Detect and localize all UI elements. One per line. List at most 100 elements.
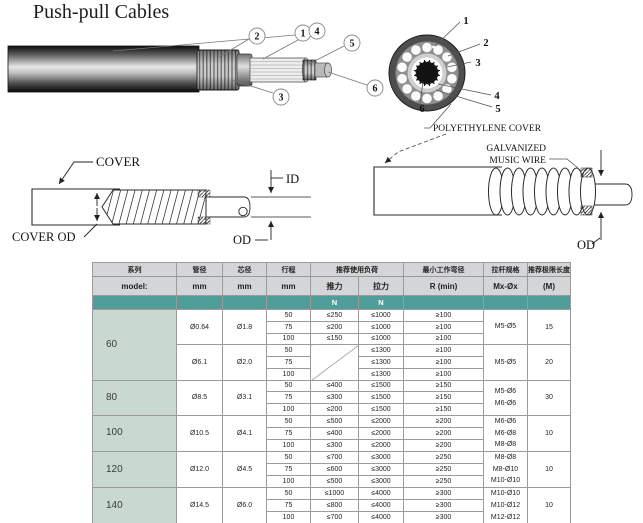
wire-strand-bundle: [249, 57, 310, 83]
cell-length: 30: [527, 379, 571, 416]
cable-side-view: 1 2 3 4 5 6: [7, 22, 384, 106]
cable-cross-section: 1 2 3 4 5 6 POLYETHYLENE COVER: [384, 16, 542, 164]
cell-core-diameter: Ø4.1: [222, 414, 267, 453]
cell-min-radius: ≥150: [403, 379, 484, 393]
header-core-cn: 芯径: [222, 262, 267, 277]
rod-spec-line: M8-Ø10: [492, 465, 519, 473]
cell-stroke: 100: [266, 438, 311, 453]
rod-spec-line: M12-Ø12: [490, 513, 521, 521]
cell-length: 10: [527, 450, 571, 489]
spring-coil: [488, 167, 596, 216]
cell-pull-force: ≤1300: [358, 367, 404, 381]
rod-spec-line: M5-Ø5: [494, 323, 517, 331]
cell-min-radius: ≥200: [403, 414, 484, 428]
cell-stroke: 50: [266, 487, 311, 501]
cell-model: 120: [92, 450, 177, 489]
header-push: 推力: [310, 276, 359, 296]
teal-cell: [403, 295, 484, 310]
header-radius-cn: 最小工作弯径: [403, 262, 484, 277]
cell-length: 15: [527, 308, 571, 346]
cell-min-radius: ≥300: [403, 499, 484, 513]
cell-push-force: ≤400: [310, 426, 359, 440]
cell-core-diameter: Ø4.5: [222, 450, 267, 489]
cell-stroke: 100: [266, 332, 311, 346]
teal-cell: [527, 295, 571, 310]
header-series-cn: 系列: [92, 262, 177, 277]
cover-label: COVER: [96, 154, 140, 169]
cell-pull-force: ≤4000: [358, 487, 404, 501]
cell-stroke: 50: [266, 309, 311, 322]
section-callout-5: 5: [495, 104, 500, 115]
cell-push-force: ≤200: [310, 403, 359, 416]
cell-min-radius: ≥150: [403, 391, 484, 405]
cell-pull-force: ≤1500: [358, 379, 404, 393]
cell-push-force: ≤500: [310, 414, 359, 428]
callout-1: 1: [301, 29, 306, 40]
table-row: 100≤300≤2000≥200: [93, 438, 571, 453]
table-row: 75≤800≤4000≥300: [93, 499, 571, 513]
cell-min-radius: ≥300: [403, 487, 484, 501]
rod-spec-line: M6-Ø8: [494, 429, 517, 437]
rod-spec-line: M8-Ø8: [494, 454, 517, 461]
cell-min-radius: ≥100: [403, 320, 484, 334]
cell-stroke: 50: [266, 344, 311, 358]
table-row: 100≤150≤1000≥100: [93, 332, 571, 346]
cell-push-force: ≤150: [310, 332, 359, 346]
cell-stroke: 50: [266, 450, 311, 465]
cell-push-force: ≤250: [310, 309, 359, 322]
callout-2: 2: [255, 32, 260, 43]
header-radius-en: R (min): [403, 276, 484, 296]
cell-core-diameter: Ø2.0: [222, 344, 267, 381]
cell-min-radius: ≥300: [403, 511, 484, 523]
cell-length: 20: [527, 344, 571, 381]
cell-pull-force: ≤2000: [358, 438, 404, 453]
cell-min-radius: ≥100: [403, 332, 484, 346]
cell-pull-force: ≤4000: [358, 499, 404, 513]
callout-4: 4: [315, 27, 320, 38]
side-callout-balloons: 1 2 3 4 5 6: [248, 22, 384, 106]
cell-push-force: ≤600: [310, 463, 359, 477]
cell-pull-force: ≤3000: [358, 450, 404, 465]
cell-core-diameter: Ø1.8: [222, 308, 267, 346]
cell-push-na: [310, 344, 359, 381]
cell-min-radius: ≥250: [403, 463, 484, 477]
rod-spec-line: M10-Ø12: [490, 501, 521, 509]
cell-pull-force: ≤1000: [358, 309, 404, 322]
cell-tube-diameter: Ø14.5: [176, 487, 223, 523]
cell-min-radius: ≥100: [403, 309, 484, 322]
rod-spec-line: M5-Ø5: [494, 358, 517, 366]
cover-od-label: COVER OD: [12, 230, 76, 244]
cell-stroke: 100: [266, 403, 311, 416]
header-rod-en: Mx-Øx: [483, 276, 528, 296]
table-row: 100≤500≤3000≥250: [93, 475, 571, 489]
cell-push-force: ≤500: [310, 475, 359, 489]
cell-stroke: 75: [266, 499, 311, 513]
callout-5: 5: [350, 39, 355, 50]
section-callout-2: 2: [483, 38, 488, 49]
cell-push-force: ≤1000: [310, 487, 359, 501]
cell-tube-diameter: Ø8.5: [176, 379, 223, 416]
header-length-cn: 推荐极限长度: [527, 262, 571, 277]
header-load-cn: 推荐使用负荷: [310, 262, 404, 277]
cell-model: 140: [92, 487, 177, 523]
galvanized-label-2: MUSIC WIRE: [489, 156, 546, 166]
header-tube-unit: mm: [176, 276, 223, 296]
od-label-right: OD: [577, 238, 595, 252]
cell-pull-force: ≤2000: [358, 426, 404, 440]
cover-section-drawing: COVER ID OD COVER OD: [12, 154, 311, 247]
callout-6: 6: [373, 84, 378, 95]
cell-stroke: 75: [266, 320, 311, 334]
section-callout-3: 3: [475, 58, 480, 69]
inner-strand-ring: [411, 57, 443, 89]
cell-pull-force: ≤1500: [358, 391, 404, 405]
cell-model: 60: [92, 309, 177, 381]
callout-3: 3: [279, 93, 284, 104]
cell-push-force: ≤700: [310, 511, 359, 523]
